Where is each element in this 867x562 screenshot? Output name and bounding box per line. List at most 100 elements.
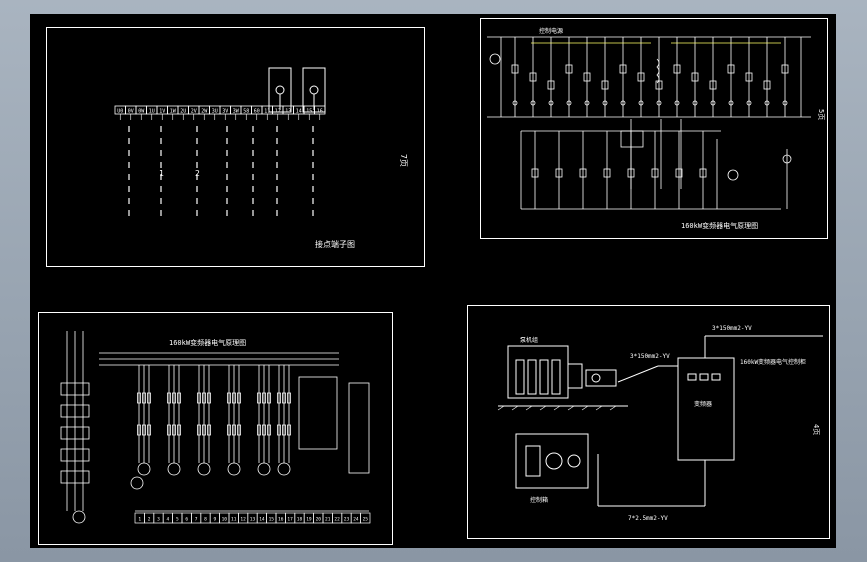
relay-coil [655,80,663,90]
strip-label: 2 [148,517,151,523]
sheet1-title: 接点端子图 [315,239,355,249]
contactor [227,424,231,436]
sheet1-side-label: 7页 [399,154,408,167]
lower-coil [651,168,659,178]
breaker [167,392,171,404]
pump-unit [507,345,569,399]
strip-label: 25 [363,517,369,523]
strip-label: 3 [157,517,160,523]
motor-symbol [257,462,271,476]
lower-coil [531,168,539,178]
strip-label: 13 [250,517,256,523]
lamp [584,100,590,106]
terminal-label: 1W [170,109,177,115]
cable-mid-label: 3*150mm2-YV [630,353,670,360]
cabinet-sub-label: 变频器 [694,400,712,408]
sheet-control-schematic[interactable]: 控制电源 160kW变频器电气原理图 5页 [480,18,828,239]
breaker [262,392,266,404]
motor-body [585,369,617,387]
contactor [232,424,236,436]
contactor [267,424,271,436]
breaker [177,392,181,404]
relay-coil [601,80,609,90]
contactor [207,424,211,436]
relay-coil [745,72,753,82]
terminal-label: 3W [233,109,240,115]
contactor [237,424,241,436]
breaker [232,392,236,404]
terminal-label: 1U [149,109,155,115]
motor-symbol [167,462,181,476]
terminal-label: 14 [296,109,302,115]
strip-label: 19 [306,517,312,523]
breaker [227,392,231,404]
relay-coil [709,80,717,90]
sheet4-side-label: 4页 [812,424,820,435]
contactor [282,424,286,436]
sheet3-title: 160kW变频器电气原理图 [169,338,246,347]
control-box-label: 控制箱 [530,496,548,504]
lamp [728,100,734,106]
lamp [548,100,554,106]
relay-coil [637,72,645,82]
strip-label: 23 [344,517,350,523]
relay-coil [781,64,789,74]
terminal-label: 3V [222,109,228,115]
breaker [207,392,211,404]
strip-label: 12 [240,517,246,523]
terminal-label: 2W [201,109,208,115]
left-device [60,470,90,484]
terminal-label: 2U [180,109,186,115]
breaker [137,392,141,404]
terminal-label: 1V [159,109,165,115]
lamp [746,100,752,106]
strip-label: 6 [185,517,188,523]
sheet2-side-label: 5页 [817,109,825,120]
control-box [515,433,589,489]
lower-coil [699,168,707,178]
branch-label-1: 1 [159,169,164,178]
control-schematic-drawing: 控制电源 160kW变频器电气原理图 5页 [487,27,825,230]
strip-label: 18 [297,517,303,523]
contactor [147,424,151,436]
strip-label: 15 [269,517,275,523]
control-cabinet [677,357,735,461]
breaker [267,392,271,404]
contactor [197,424,201,436]
motor-symbol [137,462,151,476]
lamp [602,100,608,106]
contactor [257,424,261,436]
cable-bottom-label: 7*2.5mm2-YV [628,515,668,522]
terminal-label: 0V [128,109,134,115]
strip-label: 5 [176,517,179,523]
strip-label: 11 [231,517,237,523]
breaker [172,392,176,404]
relay-coil [763,80,771,90]
lamp [764,100,770,106]
pump-label: 泵机组 [520,336,538,344]
relay-coil [547,80,555,90]
motor-symbol [197,462,211,476]
strip-label: 20 [316,517,322,523]
strip-label: 21 [325,517,331,523]
breaker [237,392,241,404]
lamp [620,100,626,106]
terminal-boxes [268,67,326,113]
breaker [257,392,261,404]
strip-label: 24 [353,517,359,523]
sheet-installation-layout[interactable]: 泵机组 3*150mm2-YV 3*150mm2-YV 160kW变频器电气控制… [467,305,830,539]
lamp [656,100,662,106]
left-device [60,404,90,418]
schematic-branches [511,37,789,209]
contactor [262,424,266,436]
lamp [512,100,518,106]
strip-label: 14 [259,517,265,523]
relay-coil [619,64,627,74]
contactor [202,424,206,436]
relay-coil [727,64,735,74]
